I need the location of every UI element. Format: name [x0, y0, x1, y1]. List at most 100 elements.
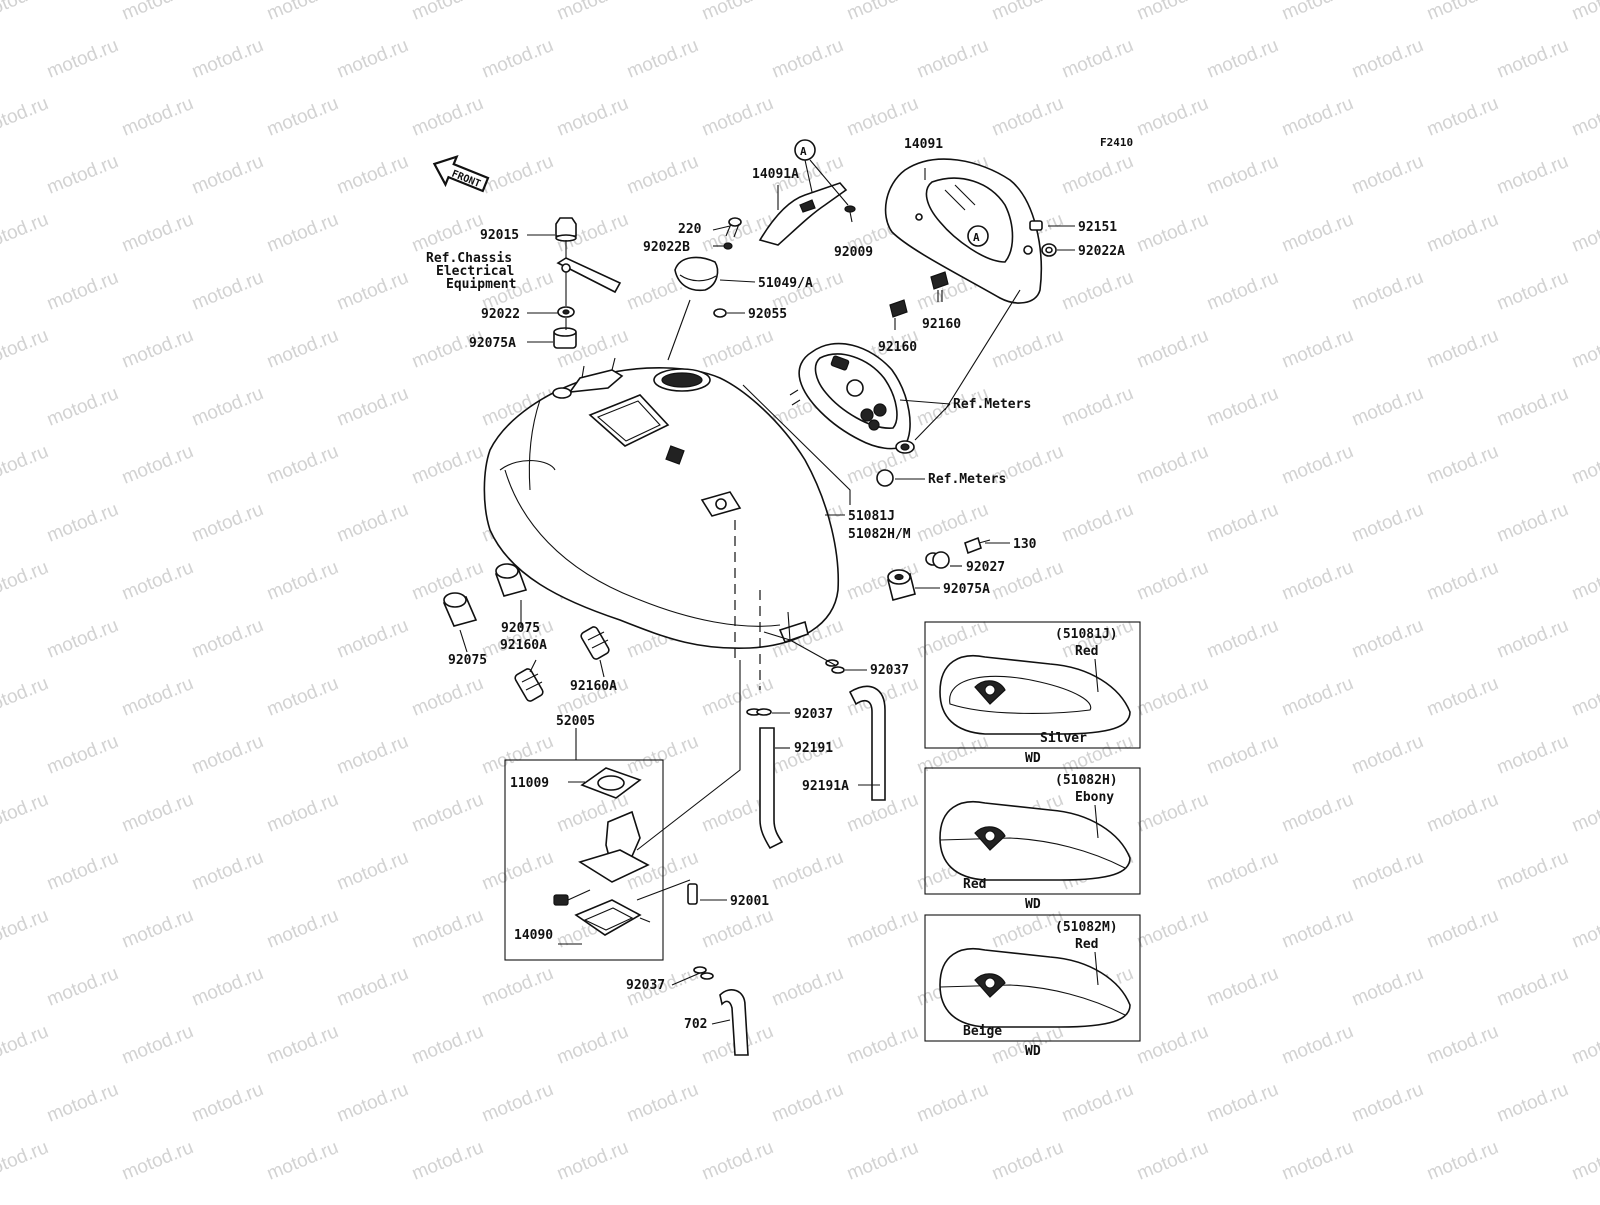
watermark-text: motod.ru	[1134, 905, 1211, 953]
variant-color-a: Ebony	[1075, 790, 1114, 805]
hose-92191	[759, 727, 784, 850]
watermark-text: motod.ru	[44, 963, 121, 1011]
watermark-text: motod.ru	[699, 1137, 776, 1185]
watermark-text: motod.ru	[554, 1021, 631, 1069]
label-51082hm: 51082H/M	[848, 527, 911, 542]
watermark-text: motod.ru	[1279, 557, 1356, 605]
watermark-text: motod.ru	[409, 905, 486, 953]
watermark-text: motod.ru	[44, 731, 121, 779]
watermark-text: motod.ru	[914, 1079, 991, 1127]
watermark-text: motod.ru	[1494, 499, 1571, 547]
label-92037-a: 92037	[870, 663, 909, 678]
watermark-text: motod.ru	[989, 325, 1066, 373]
watermark-text: motod.ru	[44, 151, 121, 199]
watermark-text: motod.ru	[0, 673, 51, 721]
watermark-text: motod.ru	[0, 557, 51, 605]
clamp-92037-c	[693, 966, 714, 980]
variant-tank	[939, 655, 1131, 735]
watermark-text: motod.ru	[189, 35, 266, 83]
variant-color-leader	[1094, 951, 1099, 986]
variant-color-b: Beige	[963, 1024, 1002, 1039]
label-92009: 92009	[834, 245, 873, 260]
watermark-text: motod.ru	[1494, 1195, 1571, 1200]
watermark-text: motod.ru	[479, 151, 556, 199]
watermark-text: motod.ru	[0, 1137, 51, 1185]
watermark-text: motod.ru	[1059, 1079, 1136, 1127]
watermark-text: motod.ru	[409, 1021, 486, 1069]
watermark-text: motod.ru	[1494, 267, 1571, 315]
watermark-text: motod.ru	[479, 1079, 556, 1127]
watermark-text: motod.ru	[0, 0, 51, 25]
variant-stripe	[949, 675, 1092, 714]
circle-a-label-1: A	[800, 145, 807, 158]
watermark-text: motod.ru	[119, 209, 196, 257]
watermark-text: motod.ru	[409, 0, 486, 25]
watermark-text: motod.ru	[1494, 151, 1571, 199]
watermark-text: motod.ru	[914, 1195, 991, 1200]
watermark-text: motod.ru	[1349, 963, 1426, 1011]
label-14090: 14090	[514, 928, 553, 943]
watermark-text: motod.ru	[264, 0, 341, 25]
watermark-text: motod.ru	[189, 1079, 266, 1127]
damper-92075a-bottom	[887, 569, 916, 601]
fuel-pump-unit	[553, 810, 651, 936]
watermark-text: motod.ru	[1279, 441, 1356, 489]
variant-frame	[924, 914, 1141, 1042]
watermark-text: motod.ru	[1059, 151, 1136, 199]
watermark-text: motod.ru	[914, 499, 991, 547]
watermark-text: motod.ru	[1349, 35, 1426, 83]
label-11009: 11009	[510, 776, 549, 791]
chassis-strap	[556, 257, 622, 294]
label-92075a-bottom: 92075A	[943, 582, 990, 597]
watermark-text: motod.ru	[189, 383, 266, 431]
watermark-text: motod.ru	[1204, 35, 1281, 83]
label-52005: 52005	[556, 714, 595, 729]
watermark-text: motod.ru	[1569, 1137, 1600, 1185]
variant-stripe	[939, 984, 1126, 1016]
watermark-text: motod.ru	[409, 789, 486, 837]
variant-badge-center	[984, 977, 996, 989]
circle-a-marker-2	[967, 225, 989, 247]
watermark-text: motod.ru	[334, 267, 411, 315]
variant-color-leader	[1094, 658, 1099, 693]
watermark-text: motod.ru	[1569, 789, 1600, 837]
watermark-text: motod.ru	[1569, 0, 1600, 25]
watermark-text: motod.ru	[1424, 557, 1501, 605]
watermark-text: motod.ru	[1494, 383, 1571, 431]
watermark-text: motod.ru	[189, 615, 266, 663]
watermark-text: motod.ru	[1424, 325, 1501, 373]
label-14091: 14091	[904, 137, 943, 152]
watermark-text: motod.ru	[699, 93, 776, 141]
watermark-text: motod.ru	[1204, 1079, 1281, 1127]
watermark-text: motod.ru	[1204, 267, 1281, 315]
watermark-text: motod.ru	[1134, 673, 1211, 721]
watermark-text: motod.ru	[44, 1079, 121, 1127]
label-702: 702	[684, 1017, 707, 1032]
watermark-text: motod.ru	[1279, 325, 1356, 373]
watermark-text: motod.ru	[1349, 731, 1426, 779]
watermark-text: motod.ru	[1279, 1137, 1356, 1185]
watermark-text: motod.ru	[554, 1137, 631, 1185]
label-ref-chassis-1: Ref.Chassis	[426, 251, 512, 266]
watermark-text: motod.ru	[119, 673, 196, 721]
watermark-text: motod.ru	[0, 93, 51, 141]
watermark-text: motod.ru	[1134, 0, 1211, 25]
meter-grommet	[876, 469, 894, 487]
watermark-text: motod.ru	[44, 35, 121, 83]
watermark-text: motod.ru	[1424, 0, 1501, 25]
watermark-text: motod.ru	[44, 1195, 121, 1200]
watermark-text: motod.ru	[1279, 209, 1356, 257]
variant-color-a: Red	[1075, 644, 1098, 659]
bolt-130	[964, 536, 991, 555]
label-92075a-top: 92075A	[469, 336, 516, 351]
watermark-text: motod.ru	[1349, 1195, 1426, 1200]
watermark-text: motod.ru	[1424, 209, 1501, 257]
damper-92075a-top	[553, 327, 577, 349]
watermark-text: motod.ru	[189, 267, 266, 315]
watermark-text: motod.ru	[1204, 731, 1281, 779]
damper-92075-a	[442, 592, 478, 627]
watermark-text: motod.ru	[264, 325, 341, 373]
watermark-text: motod.ru	[409, 209, 486, 257]
